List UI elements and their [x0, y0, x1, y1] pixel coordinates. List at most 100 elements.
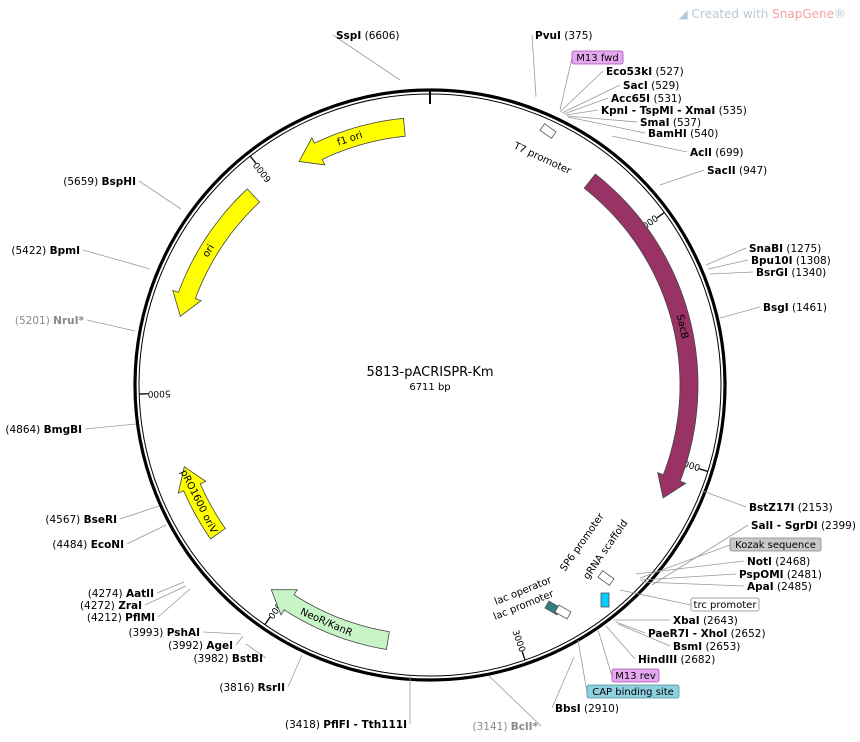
site-agei[interactable]: (3992) AgeI: [168, 640, 233, 652]
site-position: (6606): [365, 30, 400, 42]
site-bbsi[interactable]: BbsI (2910): [555, 703, 619, 715]
site-leader-snabi: [705, 247, 747, 266]
site-acli[interactable]: AclI (699): [690, 147, 743, 159]
site-bstz17i[interactable]: BstZ17I (2153): [749, 502, 833, 514]
box-leader-cap-binding-site: [577, 639, 588, 693]
site-position: (5422): [11, 245, 46, 257]
site-acc65i[interactable]: Acc65I (531): [611, 93, 682, 105]
site-leader-pflmi: [157, 588, 191, 618]
site-name: SmaI: [640, 117, 670, 129]
site-name: AatII: [126, 588, 154, 600]
site-pflfi-tth111i[interactable]: (3418) PflFI - Tth111I: [285, 719, 407, 731]
box-label-kozak-sequence: Kozak sequence: [735, 540, 816, 551]
site-position: (4484): [52, 539, 87, 551]
site-position: (375): [564, 30, 592, 42]
box-kozak-sequence[interactable]: [729, 537, 822, 552]
site-position: (5201): [15, 315, 50, 327]
small-feature-label-t7-promoter: T7 promoter: [511, 140, 574, 177]
site-smai[interactable]: SmaI (537): [640, 117, 701, 129]
tick-mark-1000: [656, 211, 665, 219]
restriction-sites-layer: SspI (6606) PvuI (375) Eco53kI (527) SacI (…: [5, 30, 856, 733]
box-label-cap-binding-site: CAP binding site: [592, 687, 674, 698]
site-position: (1461): [792, 302, 827, 314]
site-position: (540): [690, 128, 718, 140]
site-zrai[interactable]: (4272) ZraI: [80, 600, 142, 612]
site-leader-zrai: [144, 585, 187, 606]
site-leader-acc65i: [563, 97, 609, 115]
site-snabi[interactable]: SnaBI (1275): [749, 243, 821, 255]
site-bsgi[interactable]: BsgI (1461): [763, 302, 827, 314]
site-pvui[interactable]: PvuI (375): [535, 30, 593, 42]
plasmid-length: 6711 bp: [409, 382, 450, 393]
site-leader-bsrgi: [709, 271, 754, 275]
site-name: PshAI: [167, 627, 200, 639]
site-hindiii[interactable]: HindIII (2682): [638, 654, 715, 666]
site-name: Eco53kI: [606, 66, 652, 78]
site-bmgbi[interactable]: (4864) BmgBI: [5, 424, 82, 436]
site-leader-bpu10i: [707, 259, 749, 270]
site-leader-bcli-: [488, 675, 542, 727]
site-name: SacII: [707, 165, 736, 177]
site-saci[interactable]: SacI (529): [623, 80, 679, 92]
site-name: BmgBI: [44, 424, 82, 436]
site-bpmi[interactable]: (5422) BpmI: [11, 245, 80, 257]
site-position: (1308): [796, 255, 831, 267]
site-leader-pvui: [531, 34, 537, 98]
site-rsrii[interactable]: (3816) RsrII: [219, 682, 285, 694]
site-apai[interactable]: ApaI (2485): [747, 581, 812, 593]
box-m13-rev[interactable]: [611, 668, 660, 683]
box-m13-fwd[interactable]: [571, 50, 624, 65]
site-sacii[interactable]: SacII (947): [707, 165, 767, 177]
feature-neor-kanr: [270, 589, 390, 650]
site-leader-bstbi: [245, 643, 267, 659]
site-eco53ki[interactable]: Eco53kI (527): [606, 66, 684, 78]
box-leader-trc-promoter: [619, 589, 692, 606]
feature-f1-ori: [298, 117, 406, 166]
tick-mark-2000: [699, 468, 709, 473]
site-leader-sspi: [332, 34, 401, 81]
site-leader-eco53ki: [559, 70, 604, 113]
site-name: BpmI: [50, 245, 80, 257]
site-nrui-[interactable]: (5201) NruI*: [15, 315, 85, 327]
site-leader-apai: [641, 581, 745, 587]
site-bsmi[interactable]: BsmI (2653): [673, 641, 740, 653]
tick-label-5000: 5000: [147, 388, 170, 399]
site-bcli-[interactable]: (3141) BclI*: [473, 721, 539, 733]
site-sspi[interactable]: SspI (6606): [336, 30, 400, 42]
site-pshai[interactable]: (3993) PshAI: [128, 627, 200, 639]
site-leader-pspomi: [639, 573, 737, 581]
site-position: (699): [715, 147, 743, 159]
small-feature-sp6-promoter: [597, 570, 615, 586]
site-name: PaeR7I - XhoI: [648, 628, 727, 640]
site-position: (3992): [168, 640, 203, 652]
site-position: (3993): [128, 627, 163, 639]
site-kpni-tspmi-xmai[interactable]: KpnI - TspMI - XmaI (535): [601, 105, 747, 117]
box-leader-m13-rev: [597, 629, 613, 677]
site-position: (3816): [219, 682, 254, 694]
site-bseri[interactable]: (4567) BseRI: [45, 514, 117, 526]
site-pspomi[interactable]: PspOMI (2481): [739, 569, 822, 581]
site-noti[interactable]: NotI (2468): [747, 556, 810, 568]
site-aatii[interactable]: (4274) AatII: [88, 588, 154, 600]
site-position: (3418): [285, 719, 320, 731]
site-pflmi[interactable]: (4212) PflMI: [87, 612, 155, 624]
site-sali-sgrdi[interactable]: SalI - SgrDI (2399): [751, 520, 856, 532]
site-xbai[interactable]: XbaI (2643): [673, 615, 738, 627]
site-name: SalI - SgrDI: [751, 520, 818, 532]
box-leader-m13-fwd: [559, 57, 573, 111]
site-paer7i-xhoi[interactable]: PaeR7I - XhoI (2652): [648, 628, 766, 640]
site-position: (2481): [787, 569, 822, 581]
site-econi[interactable]: (4484) EcoNI: [52, 539, 124, 551]
site-bsphi[interactable]: (5659) BspHI: [63, 176, 136, 188]
site-bamhi[interactable]: BamHI (540): [648, 128, 718, 140]
site-position: (2910): [584, 703, 619, 715]
small-feature-t7-promoter: [539, 123, 557, 139]
site-bpu10i[interactable]: Bpu10I (1308): [751, 255, 831, 267]
site-name: HindIII: [638, 654, 677, 666]
site-bstbi[interactable]: (3982) BstBI: [194, 653, 263, 665]
site-name: BseRI: [84, 514, 117, 526]
box-cap-binding-site[interactable]: [586, 684, 680, 699]
site-bsrgi[interactable]: BsrGI (1340): [756, 267, 826, 279]
box-trc-promoter[interactable]: [690, 597, 760, 612]
